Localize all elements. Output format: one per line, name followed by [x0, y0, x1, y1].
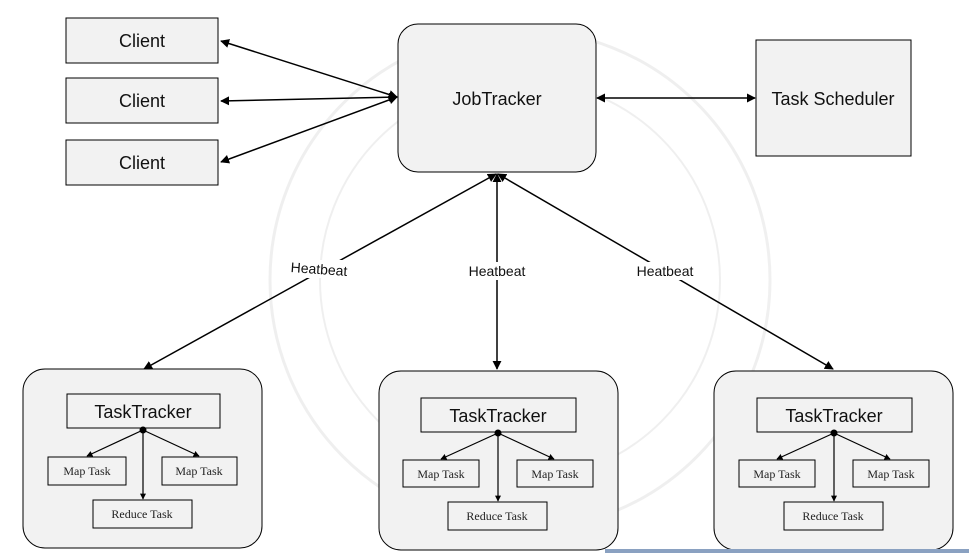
map-task-label: Map Task: [531, 467, 578, 481]
tasktracker-group-3: TaskTracker Map Task Map Task Reduce Tas…: [713, 370, 954, 551]
client-2-connector: [220, 92, 398, 106]
client-label: Client: [119, 91, 165, 111]
reduce-task-label: Reduce Task: [111, 507, 172, 521]
task-scheduler-box: Task Scheduler: [755, 39, 912, 157]
client-3-connector: [220, 95, 398, 164]
map-task-label: Map Task: [753, 467, 800, 481]
client-1-connector: [220, 39, 398, 99]
scheduler-label: Task Scheduler: [771, 89, 894, 109]
tasktracker-label: TaskTracker: [449, 406, 546, 426]
jobtracker-label: JobTracker: [452, 89, 541, 109]
tasktracker-label: TaskTracker: [94, 402, 191, 422]
heartbeat-label-center: Heatbeat: [469, 263, 526, 279]
client-box-3: Client: [65, 139, 219, 186]
heartbeat-label-left: Heatbeat: [290, 259, 348, 279]
tasktracker-label: TaskTracker: [785, 406, 882, 426]
reduce-task-label: Reduce Task: [466, 509, 527, 523]
map-task-label: Map Task: [63, 464, 110, 478]
client-connectors: [220, 39, 398, 164]
bottom-accent-bar: [605, 549, 969, 553]
map-task-label: Map Task: [175, 464, 222, 478]
tasktracker-group-2: TaskTracker Map Task Map Task Reduce Tas…: [378, 370, 619, 551]
client-box-2: Client: [65, 77, 219, 124]
tasktracker-group-1: TaskTracker Map Task Map Task Reduce Tas…: [22, 368, 263, 549]
jobtracker-box: JobTracker: [397, 23, 597, 173]
heartbeat-label-right: Heatbeat: [637, 263, 694, 279]
map-task-label: Map Task: [417, 467, 464, 481]
client-box-1: Client: [65, 17, 219, 64]
map-task-label: Map Task: [867, 467, 914, 481]
reduce-task-label: Reduce Task: [802, 509, 863, 523]
client-label: Client: [119, 31, 165, 51]
client-label: Client: [119, 153, 165, 173]
